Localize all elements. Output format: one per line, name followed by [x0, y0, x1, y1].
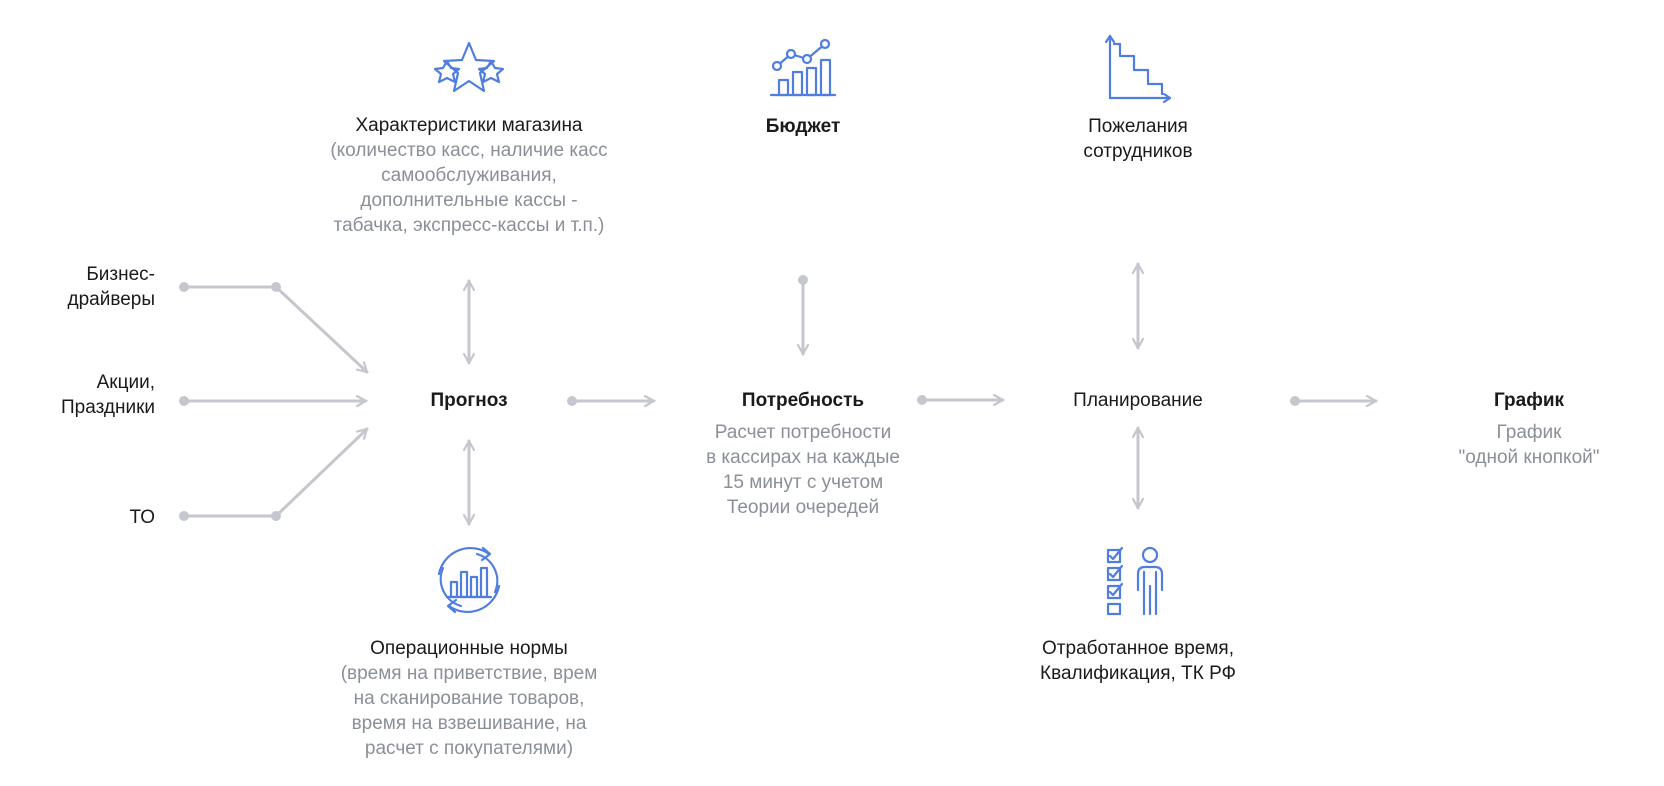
- arrow-to-to-forecast: [182, 427, 369, 518]
- forecast-node: Прогноз: [369, 388, 569, 413]
- budget-title: Бюджет: [765, 116, 841, 137]
- connector-dot: [179, 282, 189, 292]
- connector-dot: [179, 511, 189, 521]
- arrow-business-drivers-to-forecast: [182, 285, 369, 374]
- operational-norms-detail-2: на сканирование товаров,: [353, 688, 585, 709]
- connector-dot: [271, 511, 281, 521]
- cycle-bar-chart-icon: [437, 546, 501, 614]
- connectors: [179, 262, 1378, 526]
- operational-norms-title: Операционные нормы: [370, 638, 568, 659]
- three-stars-icon: [433, 41, 505, 93]
- operational-norms-detail-4: расчет с покупателями): [364, 738, 574, 759]
- demand-detail-3: 15 минут с учетом: [722, 472, 884, 493]
- business-drivers-label: Бизнес- драйверы: [67, 262, 155, 312]
- business-drivers-line-1: Бизнес-: [86, 264, 155, 285]
- employee-wishes-node: Пожелания сотрудников: [988, 114, 1288, 164]
- connector-dot: [1290, 396, 1300, 406]
- budget-node: Бюджет: [653, 114, 953, 139]
- demand-detail-4: Теории очередей: [726, 497, 880, 518]
- to-line: ТО: [129, 507, 155, 528]
- schedule-detail-2: "одной кнопкой": [1458, 447, 1600, 468]
- operational-norms-node: Операционные нормы (время на приветствие…: [269, 636, 669, 761]
- descending-steps-icon: [1104, 34, 1172, 104]
- worked-time-line-2: Квалификация, ТК РФ: [1040, 663, 1236, 684]
- schedule-title: График: [1493, 390, 1565, 411]
- connector-dot: [567, 396, 577, 406]
- schedule-detail-1: График: [1496, 422, 1562, 443]
- employee-wishes-line-1: Пожелания: [1088, 116, 1188, 137]
- to-label: ТО: [129, 505, 155, 530]
- connector-dot: [798, 275, 808, 285]
- worked-time-node: Отработанное время, Квалификация, ТК РФ: [988, 636, 1288, 686]
- business-drivers-line-2: драйверы: [67, 289, 155, 310]
- demand-detail-1: Расчет потребности: [714, 422, 892, 443]
- promotions-line-2: Праздники: [61, 397, 155, 418]
- store-characteristics-detail-3: дополнительные кассы -: [360, 190, 578, 211]
- store-characteristics-title: Характеристики магазина: [355, 115, 583, 136]
- operational-norms-detail-1: (время на приветствие, врем: [340, 663, 598, 684]
- promotions-label: Акции, Праздники: [61, 370, 155, 420]
- demand-detail-2: в кассирах на каждые: [706, 447, 900, 468]
- connector-dot: [271, 282, 281, 292]
- planning-node: Планирование: [1038, 388, 1238, 413]
- operational-norms-detail-3: время на взвешивание, на: [351, 713, 587, 734]
- store-characteristics-node: Характеристики магазина (количество касс…: [269, 113, 669, 238]
- store-characteristics-detail-1: (количество касс, наличие касс: [330, 140, 608, 161]
- planning-title: Планирование: [1073, 390, 1203, 411]
- worked-time-line-1: Отработанное время,: [1042, 638, 1234, 659]
- demand-node: Потребность Расчет потребности в кассира…: [653, 388, 953, 520]
- store-characteristics-detail-2: самообслуживания,: [381, 165, 557, 186]
- connector-dot: [179, 396, 189, 406]
- schedule-node: График График "одной кнопкой": [1429, 388, 1629, 470]
- connector-dot: [917, 395, 927, 405]
- store-characteristics-detail-4: табачка, экспресс-кассы и т.п.): [333, 215, 605, 236]
- promotions-line-1: Акции,: [96, 372, 155, 393]
- forecast-title: Прогноз: [430, 390, 508, 411]
- employee-wishes-line-2: сотрудников: [1083, 141, 1193, 162]
- checklist-person-icon: [1106, 546, 1164, 616]
- demand-title: Потребность: [741, 390, 865, 411]
- growth-chart-icon: [769, 38, 837, 97]
